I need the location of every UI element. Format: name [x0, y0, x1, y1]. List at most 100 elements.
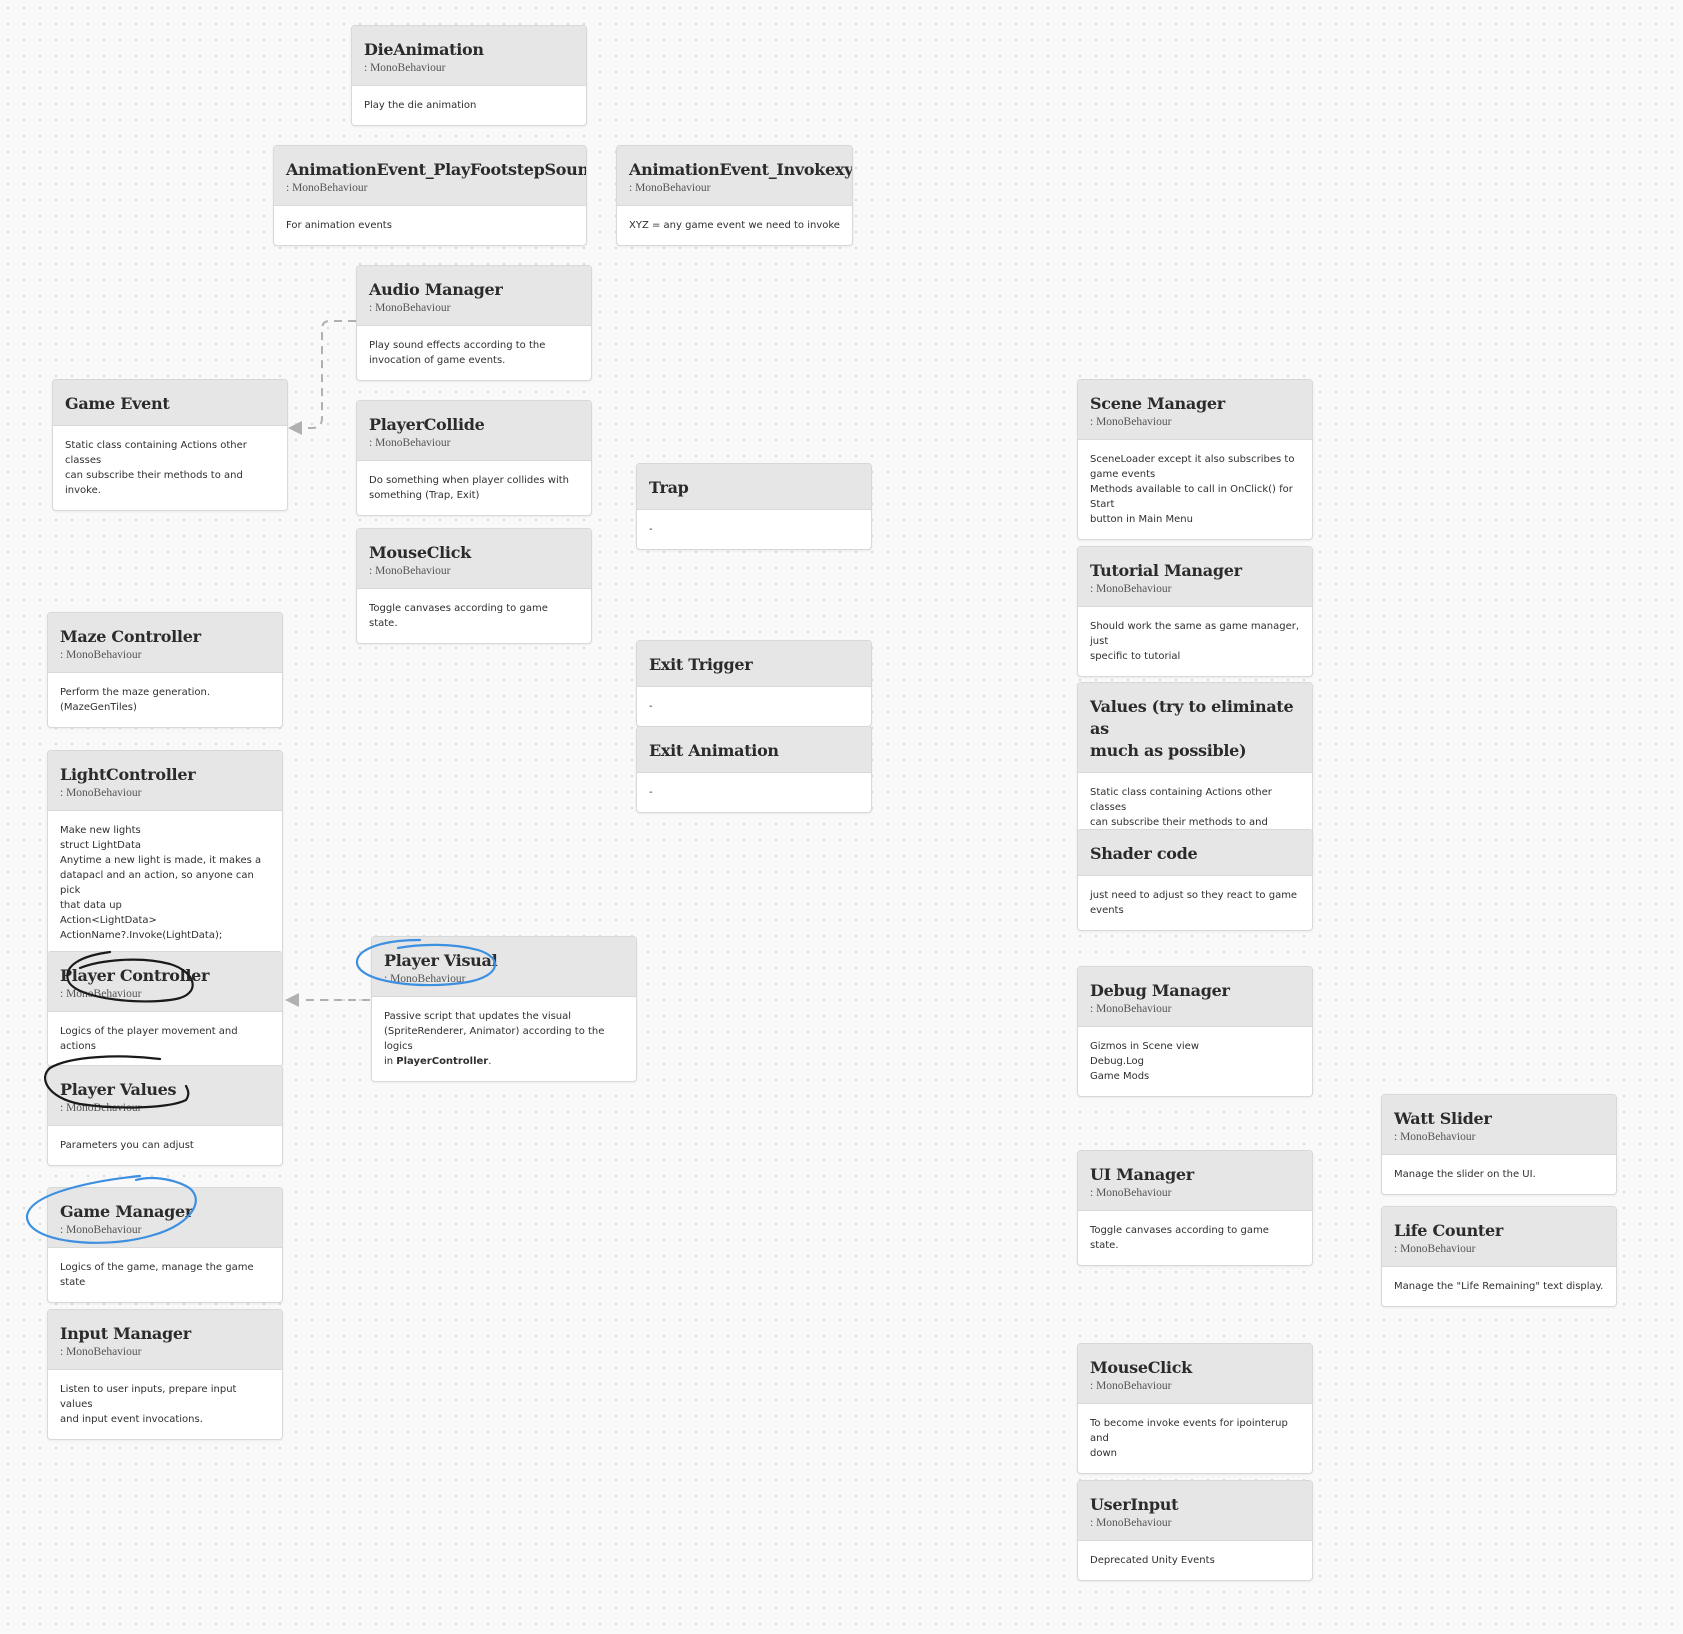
class-card-game-event[interactable]: Game Event Static class containing Actio… [52, 379, 288, 511]
card-description: SceneLoader except it also subscribes to… [1090, 454, 1295, 525]
class-card-tutorial-manager[interactable]: Tutorial Manager : MonoBehaviour Should … [1077, 546, 1313, 677]
card-description: - [649, 787, 653, 798]
class-card-animation-event-invokexyz[interactable]: AnimationEvent_Invokexyz : MonoBehaviour… [616, 145, 853, 246]
class-card-audio-manager[interactable]: Audio Manager : MonoBehaviour Play sound… [356, 265, 592, 381]
class-card-mouse-click-2[interactable]: MouseClick : MonoBehaviour To become inv… [1077, 1343, 1313, 1474]
card-header: Debug Manager : MonoBehaviour [1078, 967, 1312, 1027]
card-title: Game Manager [60, 1202, 193, 1221]
card-description: Logics of the game, manage the game stat… [60, 1262, 254, 1288]
card-subtitle: : MonoBehaviour [1090, 1003, 1172, 1015]
card-header: MouseClick : MonoBehaviour [1078, 1344, 1312, 1404]
card-title: Audio Manager [369, 280, 503, 299]
class-card-die-animation[interactable]: DieAnimation : MonoBehaviour Play the di… [351, 25, 587, 126]
class-card-user-input[interactable]: UserInput : MonoBehaviour Deprecated Uni… [1077, 1480, 1313, 1581]
description-text: Passive script that updates the visual (… [384, 1011, 605, 1067]
card-subtitle: : MonoBehaviour [60, 1102, 142, 1114]
card-header: Exit Trigger [637, 641, 871, 687]
card-header: Exit Animation [637, 727, 871, 773]
card-subtitle: : MonoBehaviour [60, 787, 142, 799]
class-card-maze-controller[interactable]: Maze Controller : MonoBehaviour Perform … [47, 612, 283, 728]
card-header: Shader code [1078, 830, 1312, 876]
card-subtitle: : MonoBehaviour [60, 1224, 142, 1236]
card-subtitle: : MonoBehaviour [286, 182, 368, 194]
class-card-shader-code[interactable]: Shader code just need to adjust so they … [1077, 829, 1313, 931]
card-title: MouseClick [369, 543, 471, 562]
card-description: - [649, 524, 653, 535]
card-header: DieAnimation : MonoBehaviour [352, 26, 586, 86]
card-subtitle: : MonoBehaviour [1394, 1131, 1476, 1143]
card-title: Maze Controller [60, 627, 201, 646]
card-title: Player Controller [60, 966, 210, 985]
card-header: PlayerCollide : MonoBehaviour [357, 401, 591, 461]
card-title: AnimationEvent_Invokexyz [629, 160, 853, 179]
class-card-game-manager[interactable]: Game Manager : MonoBehaviour Logics of t… [47, 1187, 283, 1303]
card-subtitle: : MonoBehaviour [1090, 1187, 1172, 1199]
card-title: Game Event [65, 394, 170, 413]
card-description: Toggle canvases according to game state. [369, 603, 548, 629]
connector-audio-manager-to-game-event[interactable] [302, 320, 356, 429]
description-text-end: . [488, 1056, 492, 1067]
card-description: Manage the "Life Remaining" text display… [1394, 1281, 1604, 1292]
card-subtitle: : MonoBehaviour [369, 565, 451, 577]
card-subtitle: : MonoBehaviour [1090, 1380, 1172, 1392]
class-card-exit-animation[interactable]: Exit Animation - [636, 726, 872, 813]
class-card-mouse-click[interactable]: MouseClick : MonoBehaviour Toggle canvas… [356, 528, 592, 644]
card-description: Static class containing Actions other cl… [65, 440, 247, 496]
class-card-trap[interactable]: Trap - [636, 463, 872, 550]
card-description: For animation events [286, 220, 392, 231]
card-header: AnimationEvent_Invokexyz : MonoBehaviour [617, 146, 852, 206]
card-title: UserInput [1090, 1495, 1179, 1514]
class-card-light-controller[interactable]: LightController : MonoBehaviour Make new… [47, 750, 283, 956]
card-description: XYZ = any game event we need to invoke [629, 220, 840, 231]
class-card-player-collide[interactable]: PlayerCollide : MonoBehaviour Do somethi… [356, 400, 592, 516]
class-card-player-values[interactable]: Player Values : MonoBehaviour Parameters… [47, 1065, 283, 1166]
card-description: Perform the maze generation. (MazeGenTil… [60, 687, 211, 713]
class-card-watt-slider[interactable]: Watt Slider : MonoBehaviour Manage the s… [1381, 1094, 1617, 1195]
card-description: Play the die animation [364, 100, 477, 111]
card-title: Player Values [60, 1080, 177, 1099]
class-card-scene-manager[interactable]: Scene Manager : MonoBehaviour SceneLoade… [1077, 379, 1313, 540]
card-description: Logics of the player movement and action… [60, 1026, 238, 1052]
card-subtitle: : MonoBehaviour [364, 62, 446, 74]
class-card-exit-trigger[interactable]: Exit Trigger - [636, 640, 872, 727]
card-header: MouseClick : MonoBehaviour [357, 529, 591, 589]
card-title: LightController [60, 765, 196, 784]
card-subtitle: : MonoBehaviour [60, 1346, 142, 1358]
card-description: Gizmos in Scene view Debug.Log Game Mods [1090, 1041, 1200, 1082]
class-card-player-controller[interactable]: Player Controller : MonoBehaviour Logics… [47, 951, 283, 1067]
card-description: Passive script that updates the visual (… [372, 997, 636, 1081]
card-subtitle: : MonoBehaviour [369, 437, 451, 449]
class-card-input-manager[interactable]: Input Manager : MonoBehaviour Listen to … [47, 1309, 283, 1440]
card-header: Audio Manager : MonoBehaviour [357, 266, 591, 326]
arrowhead-game-event [288, 421, 302, 435]
card-header: Tutorial Manager : MonoBehaviour [1078, 547, 1312, 607]
card-subtitle: : MonoBehaviour [384, 973, 466, 985]
card-header: Game Manager : MonoBehaviour [48, 1188, 282, 1248]
card-title: Exit Trigger [649, 655, 753, 674]
card-description: Should work the same as game manager, ju… [1090, 621, 1300, 662]
card-title: Values (try to eliminate as much as poss… [1090, 697, 1294, 760]
card-description: Do something when player collides with s… [369, 475, 569, 501]
card-header: LightController : MonoBehaviour [48, 751, 282, 811]
card-title: AnimationEvent_PlayFootstepSound [286, 160, 587, 179]
card-title: Debug Manager [1090, 981, 1230, 1000]
card-title: Exit Animation [649, 741, 779, 760]
card-header: Scene Manager : MonoBehaviour [1078, 380, 1312, 440]
card-subtitle: : MonoBehaviour [1394, 1243, 1476, 1255]
class-card-debug-manager[interactable]: Debug Manager : MonoBehaviour Gizmos in … [1077, 966, 1313, 1097]
card-header: Watt Slider : MonoBehaviour [1382, 1095, 1616, 1155]
class-card-life-counter[interactable]: Life Counter : MonoBehaviour Manage the … [1381, 1206, 1617, 1307]
card-header: Values (try to eliminate as much as poss… [1078, 683, 1312, 773]
card-title: Input Manager [60, 1324, 191, 1343]
card-title: Player Visual [384, 951, 498, 970]
class-card-animation-event-play-footstep-sound[interactable]: AnimationEvent_PlayFootstepSound : MonoB… [273, 145, 587, 246]
card-description: Play sound effects according to the invo… [369, 340, 546, 366]
card-description: Make new lights struct LightData Anytime… [60, 825, 262, 941]
card-description: To become invoke events for ipointerup a… [1090, 1418, 1288, 1459]
card-header: Player Values : MonoBehaviour [48, 1066, 282, 1126]
class-card-player-visual[interactable]: Player Visual : MonoBehaviour Passive sc… [371, 936, 637, 1082]
card-description: Listen to user inputs, prepare input val… [60, 1384, 237, 1425]
card-header: Trap [637, 464, 871, 510]
class-card-ui-manager[interactable]: UI Manager : MonoBehaviour Toggle canvas… [1077, 1150, 1313, 1266]
